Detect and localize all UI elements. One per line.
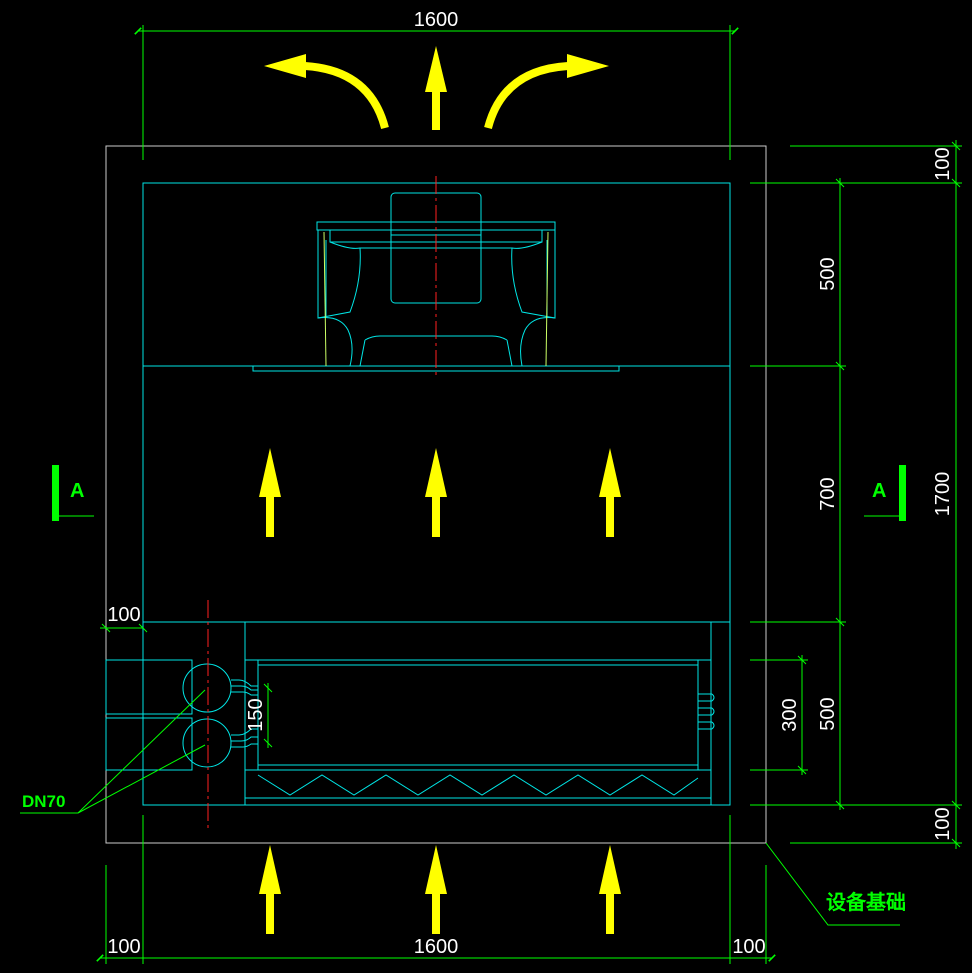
airflow-arrows	[259, 46, 621, 934]
arrow-up-mid-left	[259, 448, 281, 537]
dimension-lines	[20, 25, 962, 964]
foundation-frame	[105, 145, 767, 844]
section-marker-left	[52, 465, 59, 521]
dim-coil-inner: 300	[779, 698, 801, 731]
dim-bottom-right: 100	[732, 936, 765, 958]
section-label-right: A	[872, 480, 886, 502]
dim-left-pipe-gap: 100	[107, 604, 140, 626]
arrow-curve-right	[484, 54, 609, 130]
section-marker-right	[899, 465, 906, 521]
arrow-up-bottom-left	[259, 845, 281, 934]
dim-total-height: 1700	[932, 472, 954, 517]
arrow-up-outlet	[425, 46, 447, 130]
foundation-label: 设备基础	[826, 890, 906, 914]
dim-fan-section: 500	[817, 257, 839, 290]
dim-bottom-left: 100	[107, 936, 140, 958]
arrow-up-mid-center	[425, 448, 447, 537]
arrow-curve-left	[264, 54, 389, 130]
arrow-up-bottom-right	[599, 845, 621, 934]
dim-bottom-width: 1600	[414, 936, 459, 958]
section-label-left: A	[70, 480, 84, 502]
dim-pipe-spacing: 150	[245, 698, 267, 731]
dim-top-width: 1600	[414, 9, 459, 31]
coil-section	[244, 621, 715, 805]
arrow-up-mid-right	[599, 448, 621, 537]
arrow-up-bottom-center	[425, 845, 447, 934]
fan-guide-lines	[323, 231, 549, 367]
pipe-label: DN70	[22, 792, 65, 811]
dim-right-top: 100	[932, 147, 954, 180]
dim-coil-section: 500	[817, 697, 839, 730]
dim-plenum-section: 700	[817, 477, 839, 510]
dim-right-bottom: 100	[932, 807, 954, 840]
pipe-connections	[105, 659, 258, 771]
